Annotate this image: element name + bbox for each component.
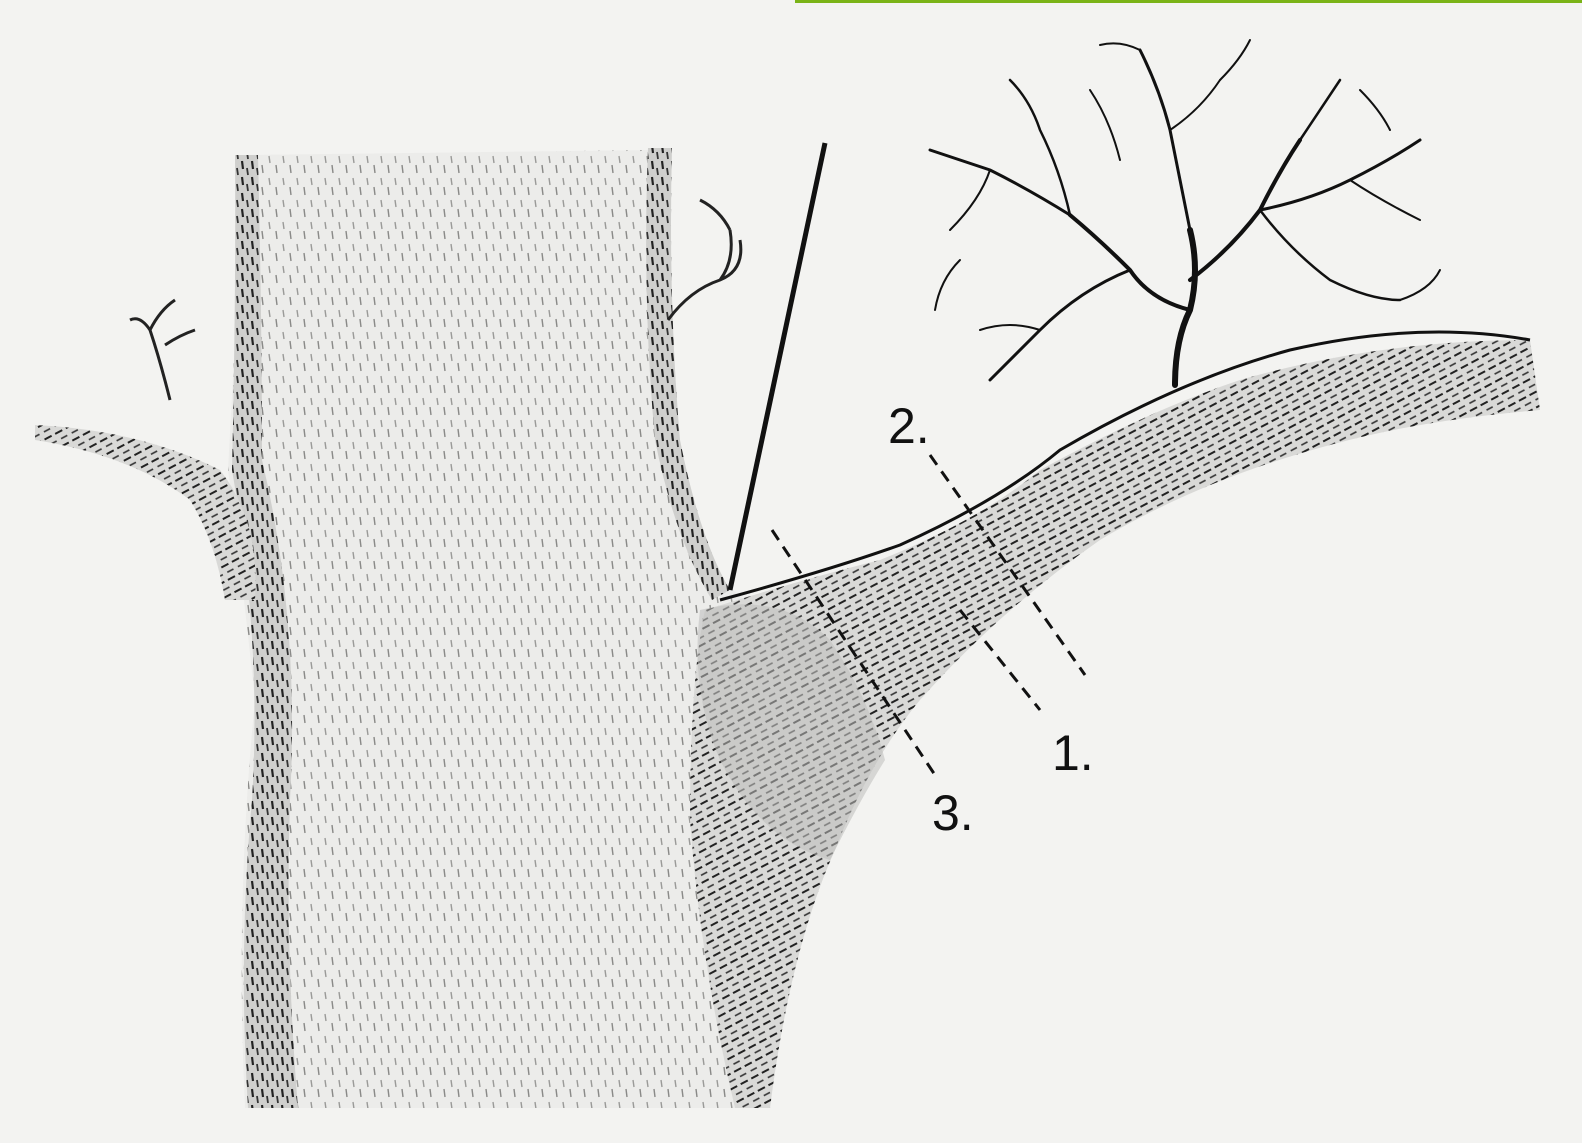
cut-label-3: 3. [932, 785, 974, 841]
cut-label-1: 1. [1052, 725, 1094, 781]
cut-label-2: 2. [888, 398, 930, 454]
accent-bar [795, 0, 1582, 3]
